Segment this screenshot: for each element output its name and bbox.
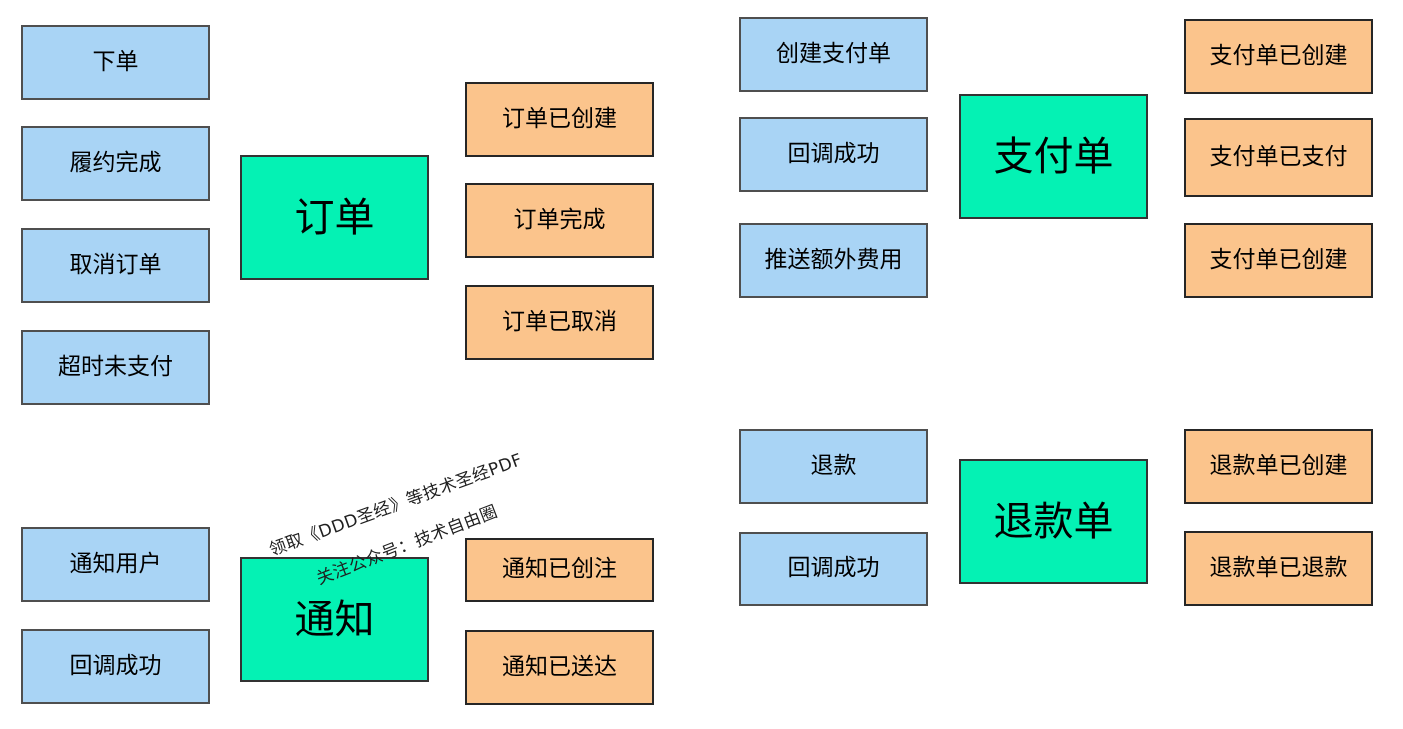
event-order-created: 订单已创建	[465, 82, 654, 157]
command-fulfillment-complete: 履约完成	[21, 126, 210, 201]
event-refund-refunded: 退款单已退款	[1184, 531, 1373, 606]
event-payment-created-1: 支付单已创建	[1184, 19, 1373, 94]
event-payment-created-2: 支付单已创建	[1184, 223, 1373, 298]
aggregate-refund: 退款单	[959, 459, 1148, 584]
command-cancel-order: 取消订单	[21, 228, 210, 303]
command-create-payment: 创建支付单	[739, 17, 928, 92]
command-notification-callback-success: 回调成功	[21, 629, 210, 704]
command-refund: 退款	[739, 429, 928, 504]
event-notification-created: 通知已创注	[465, 538, 654, 602]
command-place-order: 下单	[21, 25, 210, 100]
command-notify-user: 通知用户	[21, 527, 210, 602]
event-order-completed: 订单完成	[465, 183, 654, 258]
command-refund-callback-success: 回调成功	[739, 532, 928, 606]
event-notification-delivered: 通知已送达	[465, 630, 654, 705]
event-payment-paid: 支付单已支付	[1184, 118, 1373, 197]
aggregate-payment: 支付单	[959, 94, 1148, 219]
aggregate-notification: 通知	[240, 557, 429, 682]
event-order-cancelled: 订单已取消	[465, 285, 654, 360]
aggregate-order: 订单	[240, 155, 429, 280]
command-push-extra-fee: 推送额外费用	[739, 223, 928, 298]
command-timeout-unpaid: 超时未支付	[21, 330, 210, 405]
event-refund-created: 退款单已创建	[1184, 429, 1373, 504]
command-payment-callback-success: 回调成功	[739, 117, 928, 192]
